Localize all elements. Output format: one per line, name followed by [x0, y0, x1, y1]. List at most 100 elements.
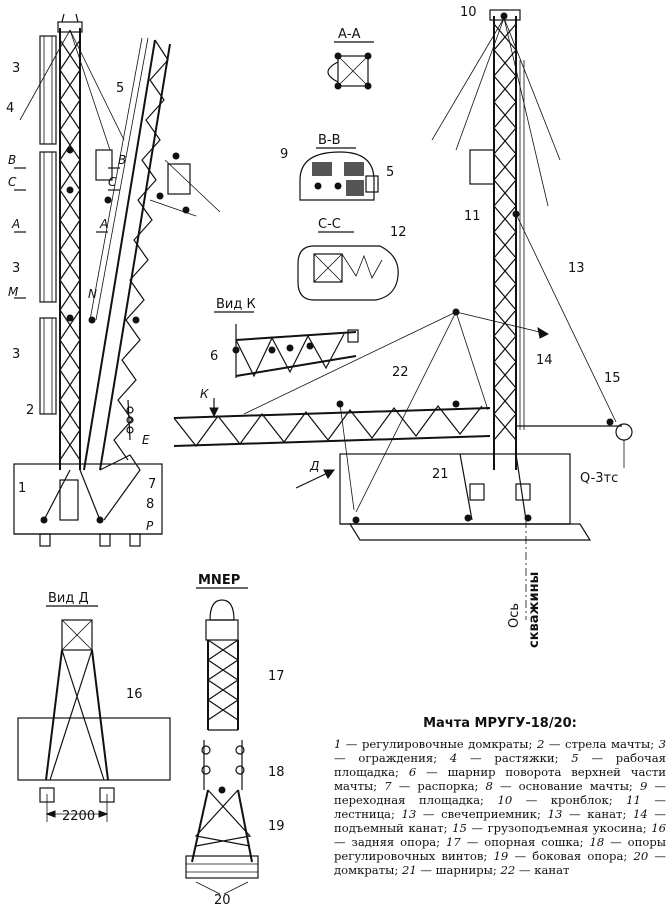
legend-text: — лестница; [334, 793, 666, 821]
well-axis-label-2: скважины [527, 572, 542, 648]
label-11: 11 [464, 209, 481, 224]
legend-text: — растяжки; [457, 751, 572, 765]
section-aa-title: А-А [338, 27, 361, 42]
letter-m: М [8, 285, 19, 299]
letter-d: Д [309, 459, 319, 473]
label-18: 18 [268, 765, 285, 780]
label-3c: 3 [12, 347, 20, 362]
letter-a-left: А [11, 217, 20, 231]
label-10: 10 [460, 5, 477, 20]
view-k [214, 311, 359, 378]
section-aa [327, 41, 374, 90]
legend-text: — канат; [562, 807, 633, 821]
legend-number: 22 [500, 863, 516, 877]
legend-number: 6 [408, 765, 417, 779]
label-17: 17 [268, 669, 285, 684]
legend-text: — подъемный канат; [334, 807, 667, 835]
mnep-title: МNEP [198, 573, 240, 588]
legend-text: — опорная сошка; [460, 835, 590, 849]
legend-number: 9 [639, 779, 648, 793]
legend-text: — ограждения; [334, 751, 450, 765]
legend-number: 18 [589, 835, 605, 849]
legend-text: — распорка; [391, 779, 486, 793]
label-15: 15 [604, 371, 621, 386]
label-20: 20 [214, 893, 231, 908]
legend-number: 17 [446, 835, 461, 849]
left-mast-view [13, 13, 221, 547]
legend-text: — задняя опора; [334, 835, 447, 849]
legend-number: 1 [334, 737, 342, 751]
legend-number: 7 [384, 779, 392, 793]
label-8: 8 [146, 497, 154, 512]
view-d-title: Вид Д [48, 591, 89, 606]
section-bb [299, 147, 379, 201]
legend-text: — грузоподъемная укосина; [466, 821, 652, 835]
legend-number: 2 [536, 737, 545, 751]
label-2: 2 [26, 403, 34, 418]
label-12: 12 [390, 225, 407, 240]
section-cc [297, 231, 399, 301]
load-label: Q-3тс [580, 471, 618, 486]
legend-text: — боковая опора; [508, 849, 634, 863]
view-k-title: Вид К [216, 297, 256, 312]
label-22: 22 [392, 365, 409, 380]
section-bb-title: В-В [318, 133, 341, 148]
legend-number: 10 [497, 793, 513, 807]
legend-number: 8 [485, 779, 493, 793]
dim-2200: 2200 [62, 809, 95, 824]
legend-number: 13 [401, 807, 417, 821]
label-16: 16 [126, 687, 143, 702]
legend-number: 14 [633, 807, 648, 821]
legend-text: — опоры регулировочных винтов; [334, 835, 666, 863]
legend-number: 15 [452, 821, 467, 835]
well-axis-label-1: Ось [507, 603, 522, 628]
view-d [17, 605, 171, 822]
label-9: 9 [280, 147, 288, 162]
legend-number: 5 [571, 751, 579, 765]
label-5b: 5 [386, 165, 394, 180]
legend-text: — переходная площадка; [334, 779, 667, 807]
label-3a: 3 [12, 61, 20, 76]
legend-text: — регулировочные домкраты; [341, 737, 537, 751]
letter-p: Р [146, 519, 154, 533]
letter-a-mid: А [99, 217, 108, 231]
letter-n: N [88, 287, 97, 301]
legend-number: 4 [449, 751, 458, 765]
label-6: 6 [210, 349, 218, 364]
letter-k: К [200, 387, 209, 401]
legend-text: — домкраты; [334, 849, 667, 877]
legend-text: — стрела мачты; [544, 737, 659, 751]
section-cc-title: С-С [318, 217, 341, 232]
letter-c-left: С [8, 175, 17, 189]
letter-b-mid: В [118, 153, 126, 167]
letter-b-left: В [8, 153, 16, 167]
legend-number: 20 [633, 849, 649, 863]
legend-text: — свечеприемник; [416, 807, 548, 821]
label-4: 4 [6, 101, 14, 116]
legend-text: — основание мачты; [492, 779, 640, 793]
mnep-view [185, 587, 259, 895]
label-13: 13 [568, 261, 585, 276]
caption-title: Мачта МРУГУ-18/20: [423, 716, 577, 731]
legend-text: — рабочая площадка; [334, 751, 666, 779]
guard-panels [39, 35, 57, 415]
label-7: 7 [148, 477, 156, 492]
legend-number: 3 [658, 737, 666, 751]
letter-c-mid: С [108, 175, 117, 189]
letter-e: Е [142, 433, 150, 447]
label-5a: 5 [116, 81, 124, 96]
legend-number: 11 [626, 793, 641, 807]
label-3b: 3 [12, 261, 20, 276]
label-19: 19 [268, 819, 285, 834]
legend-number: 19 [493, 849, 509, 863]
caption-legend: 1 — регулировочные домкраты; 2 — стрела … [334, 737, 666, 877]
legend-text: — шарнир поворота верхней части мачты; [334, 765, 666, 793]
label-14: 14 [536, 353, 553, 368]
legend-number: 16 [651, 821, 666, 835]
figure-caption: Мачта МРУГУ-18/20: 1 — регулировочные до… [334, 716, 666, 877]
label-1: 1 [18, 481, 26, 496]
legend-text: — шарниры; [416, 863, 501, 877]
label-21: 21 [432, 467, 449, 482]
legend-text: — кронблок; [512, 793, 627, 807]
